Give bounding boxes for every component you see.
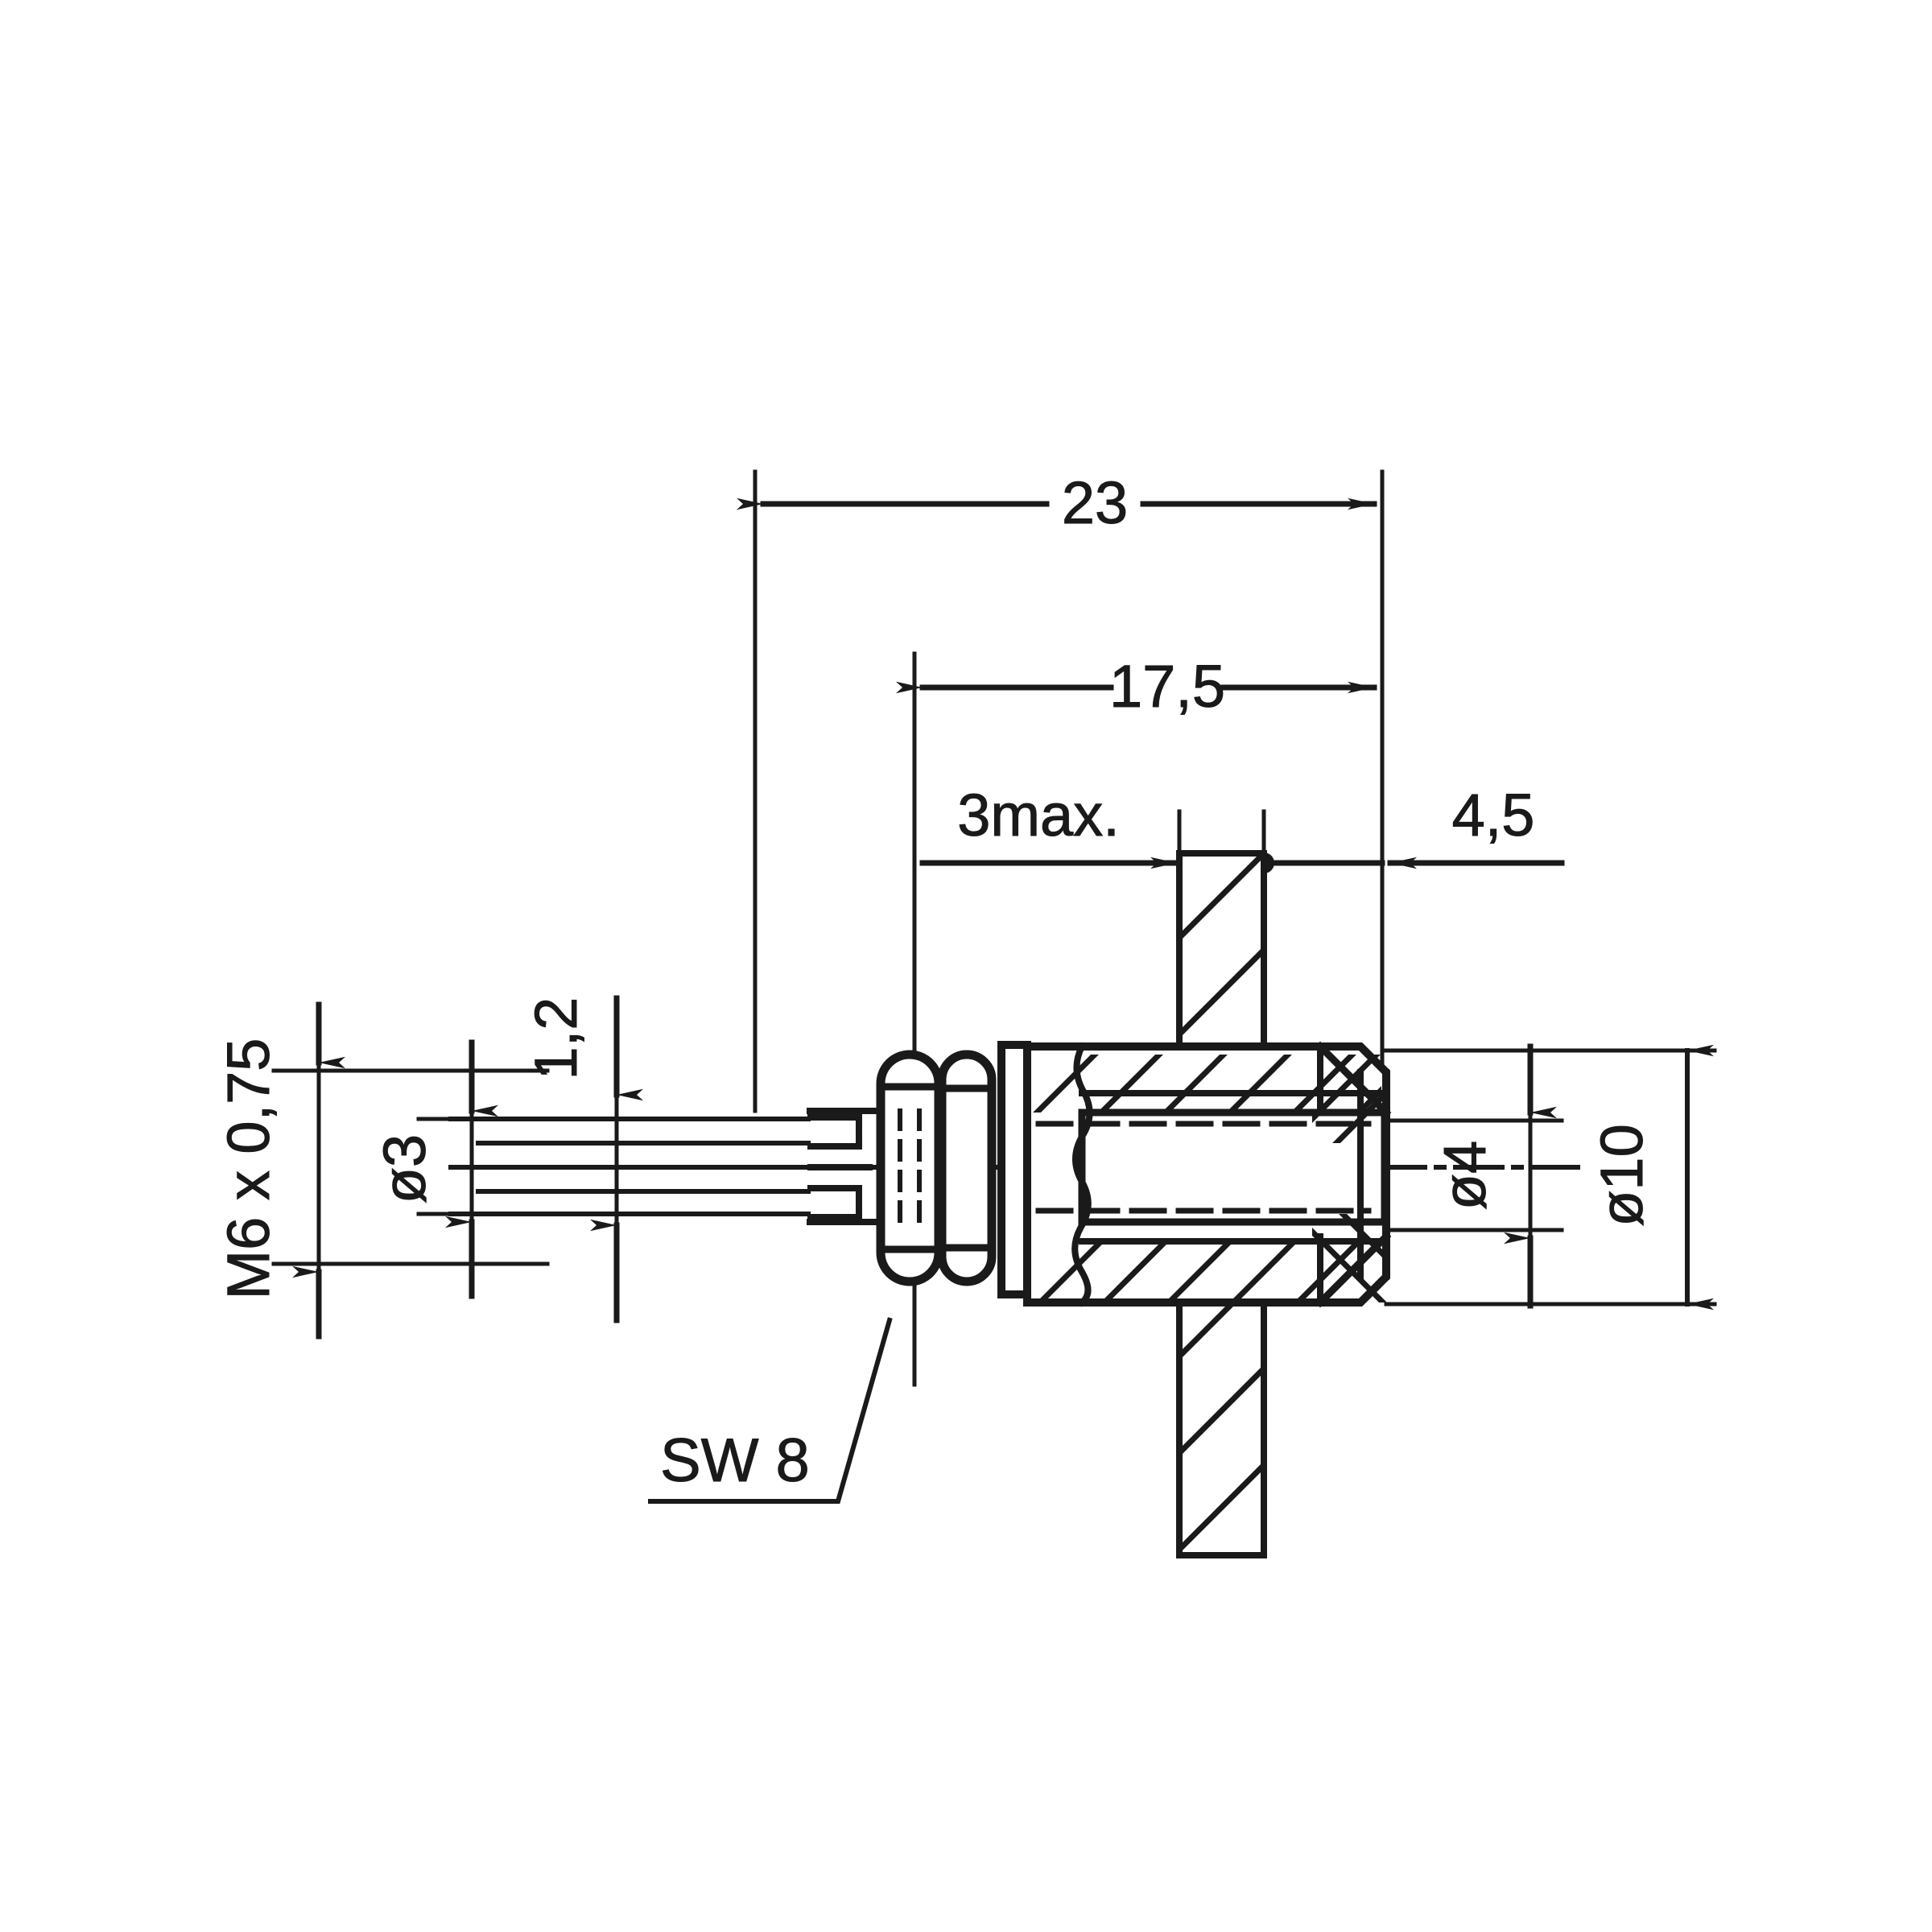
dimension-4-5: 4,5 (1264, 782, 1565, 869)
cable-wires (448, 1117, 813, 1216)
cap-face-lines (1357, 1069, 1389, 1280)
dimension-label-m6: M6 x 0,75 (215, 1038, 282, 1300)
dimension-23: 23 (737, 469, 1377, 537)
strain-relief-bushing (807, 1114, 873, 1220)
dimension-label-23: 23 (1062, 469, 1128, 536)
dimension-label-4-5: 4,5 (1452, 782, 1535, 848)
dimension-1-2: 1,2 (522, 995, 643, 1323)
dimension-d3: ø3 (371, 1039, 614, 1299)
callout-label-sw8: SW 8 (660, 1426, 810, 1495)
dimension-label-17-5: 17,5 (1109, 653, 1225, 720)
dimension-label-d4: ø4 (1431, 1141, 1498, 1210)
dimension-label-d10: ø10 (1588, 1124, 1655, 1227)
sealing-washer (937, 1050, 997, 1286)
dimension-label-3max: 3max. (957, 782, 1120, 848)
dimension-m6: M6 x 0,75 (215, 1001, 550, 1340)
dimension-label-1-2: 1,2 (522, 997, 589, 1080)
dimension-17-5: 17,5 (896, 653, 1377, 720)
dimension-3max: 3max. (919, 782, 1274, 873)
dimension-label-d3: ø3 (371, 1134, 438, 1203)
hex-nut-sw8 (876, 1050, 943, 1286)
hidden-bore-lines (1035, 1121, 1372, 1214)
dimension-d4: ø4 (1384, 1043, 1564, 1309)
hidden-thread-lines (898, 1108, 922, 1228)
callout-sw8: SW 8 (648, 1317, 893, 1504)
dimension-d10: ø10 (1384, 1044, 1717, 1311)
